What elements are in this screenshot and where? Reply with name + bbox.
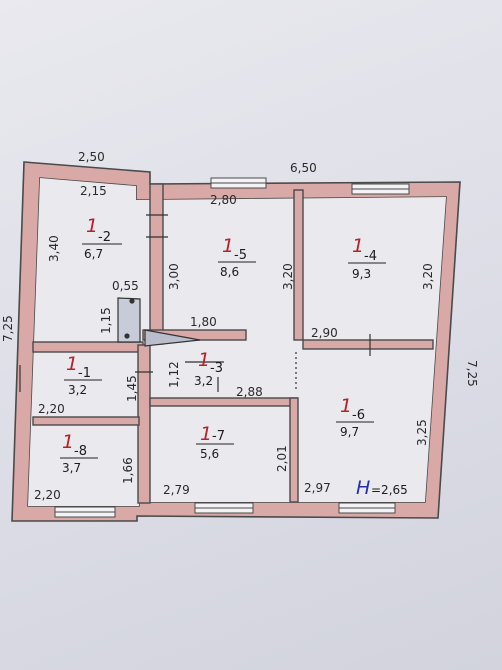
room6-area: 9,7	[340, 425, 359, 439]
room5-right-height: 3,20	[281, 263, 295, 290]
room7-width: 2,79	[163, 483, 190, 497]
door-ticks	[19, 214, 371, 392]
wall-room1-right	[137, 344, 151, 504]
ceiling-height-letter: Н	[356, 477, 370, 499]
room7-area: 5,6	[200, 447, 219, 461]
room5-id: -5	[234, 248, 247, 263]
wall-room7-right	[289, 397, 299, 503]
room-8: 1 -8 3,7 1,66 2,20	[34, 431, 135, 502]
room2-height: 3,40	[47, 235, 61, 262]
room5-area: 8,6	[220, 265, 239, 279]
room-4: 3,20 1 -4 9,3	[348, 235, 435, 290]
room1-area: 3,2	[68, 383, 87, 397]
wall-room7-top	[149, 397, 298, 407]
room1-id: -1	[78, 366, 91, 381]
room2-id: -2	[98, 230, 111, 245]
stair-width: 0,55	[112, 279, 139, 293]
room3-width: 2,88	[236, 385, 263, 399]
wall-rooms2-5	[149, 183, 164, 345]
room6-floor-mark: 1	[340, 395, 352, 417]
stair	[117, 297, 201, 347]
room6-top-width: 2,90	[311, 326, 338, 340]
room1-floor-mark: 1	[66, 353, 78, 375]
stair-dimensions: 0,55 1,15 1,80	[99, 279, 217, 334]
room6-id: -6	[352, 408, 365, 423]
ceiling-height: Н =2,65	[356, 477, 408, 499]
stair-length: 1,15	[99, 307, 113, 334]
room-6: 2,90 1 -6 9,7 3,25 2,97	[304, 326, 429, 495]
room7-floor-mark: 1	[200, 423, 212, 445]
room8-width: 2,20	[34, 488, 61, 502]
room-3: 1,12 1 -3 3,2 2,88	[167, 349, 263, 399]
room6-height: 3,25	[415, 419, 429, 446]
room4-id: -4	[364, 249, 377, 264]
outer-dimensions: 2,50 6,50 7,25 7,25	[1, 150, 479, 387]
room-5: 2,80 3,00 3,20 1 -5 8,6	[167, 193, 295, 290]
room-1: 1 -1 3,2 1,45 2,20	[38, 353, 139, 416]
windows	[54, 177, 410, 518]
partitions	[32, 183, 434, 504]
room3-height: 1,12	[167, 361, 181, 388]
wall-room4-bottom	[302, 339, 434, 350]
room6-bottom-width: 2,97	[304, 481, 331, 495]
room8-area: 3,7	[62, 461, 81, 475]
room2-width: 2,15	[80, 184, 107, 198]
room2-area: 6,7	[84, 247, 103, 261]
room7-id: -7	[212, 429, 225, 444]
dim-top-right: 6,50	[290, 161, 317, 175]
room-2: 2,15 3,40 1 -2 6,7	[47, 184, 122, 262]
wall-room8-top	[32, 416, 140, 426]
room8-height: 1,66	[121, 457, 135, 484]
dim-top-left: 2,50	[78, 150, 105, 164]
wall-room1-top	[32, 341, 144, 353]
passage-length: 1,80	[190, 315, 217, 329]
room-7: 1 -7 5,6 2,01 2,79	[163, 423, 289, 497]
dim-right-height: 7,25	[465, 360, 479, 387]
room2-floor-mark: 1	[86, 215, 98, 237]
room5-floor-mark: 1	[222, 235, 234, 257]
dim-left-height: 7,25	[1, 315, 15, 342]
room1-height: 1,45	[125, 375, 139, 402]
room3-floor-mark: 1	[198, 349, 210, 371]
wall-rooms5-4	[293, 189, 304, 341]
room4-floor-mark: 1	[352, 235, 364, 257]
room8-floor-mark: 1	[62, 431, 74, 453]
room8-id: -8	[74, 444, 87, 459]
room1-width: 2,20	[38, 402, 65, 416]
room5-width: 2,80	[210, 193, 237, 207]
room3-area: 3,2	[194, 374, 213, 388]
room4-area: 9,3	[352, 267, 371, 281]
ceiling-height-value: =2,65	[371, 483, 408, 497]
room4-height: 3,20	[421, 263, 435, 290]
room5-left-height: 3,00	[167, 263, 181, 290]
room7-height: 2,01	[275, 445, 289, 472]
stair-arrow	[144, 329, 201, 347]
room3-id: -3	[210, 361, 223, 376]
